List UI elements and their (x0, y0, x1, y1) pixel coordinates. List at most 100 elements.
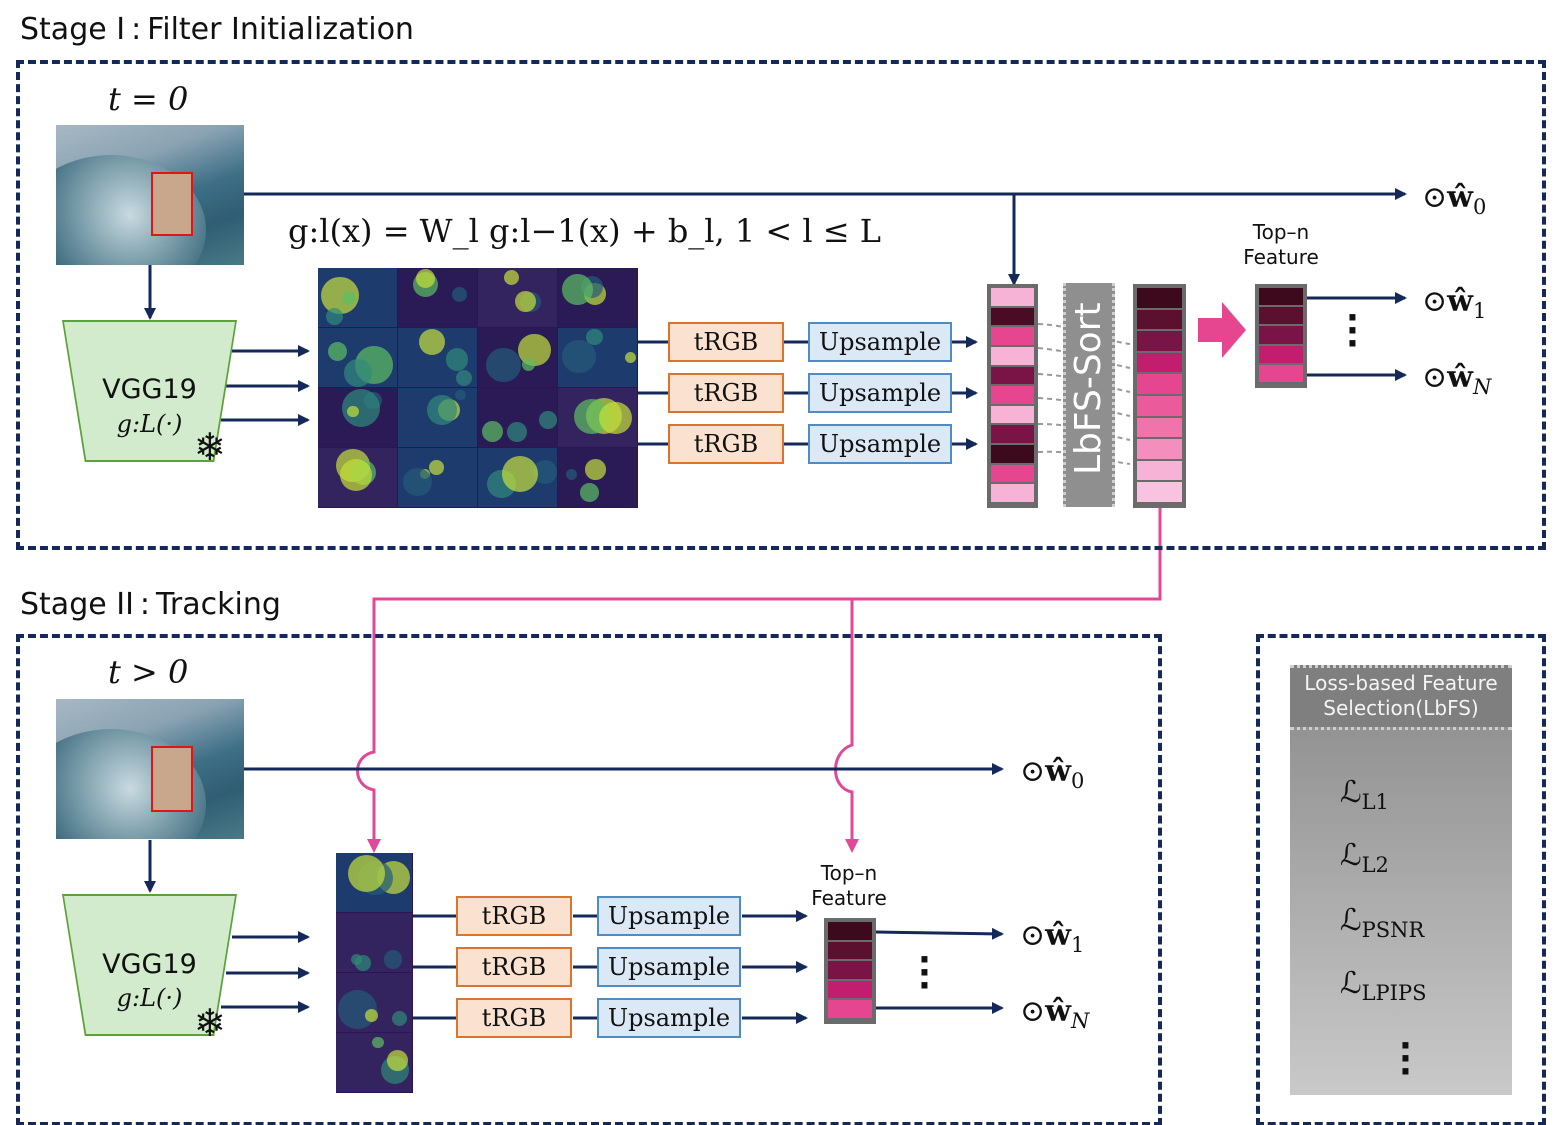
topn1-cell (1259, 326, 1303, 344)
topn2-cell (828, 922, 872, 940)
stage2-upsample-1: Upsample (597, 896, 741, 936)
stage2-output-w1: ⊙ŵ1 (1020, 918, 1085, 957)
stage2-panel (16, 634, 1162, 1125)
feature-map-tile (336, 1033, 412, 1092)
stage2-trgb-1: tRGB (456, 896, 572, 936)
stage2-topn-vector (824, 918, 876, 1024)
feature-map-tile (478, 328, 557, 387)
topn2-cell (828, 941, 872, 960)
stage1-topn-label: Top–n Feature (1232, 220, 1330, 270)
stage1-vgg-function: g:L(·) (116, 410, 183, 438)
sorted-score-cell (1137, 460, 1182, 481)
stage1-trgb-2: tRGB (668, 373, 784, 413)
feature-map-tile (398, 388, 477, 447)
loss-l2: ℒL2 (1340, 838, 1389, 877)
sorted-score-cell (1137, 352, 1182, 373)
target-bounding-box (151, 172, 193, 236)
score-cell (991, 405, 1034, 424)
stage1-vgg-encoder (62, 320, 237, 462)
stage2-trgb-3: tRGB (456, 998, 572, 1038)
stage2-topn-line2: Feature (811, 886, 887, 910)
stage1-trgb-3: tRGB (668, 424, 784, 464)
stage1-feature-maps (318, 268, 638, 508)
feature-map-tile (336, 913, 412, 972)
stage2-title: Stage II : Tracking (20, 587, 281, 622)
lbfs-legend-header: Loss-based Feature Selection(LbFS) (1290, 665, 1512, 727)
stage1-output-wN: ⊙ŵN (1422, 360, 1492, 399)
stage1-topn-line1: Top–n (1252, 220, 1310, 244)
stage2-output-wN: ⊙ŵN (1020, 994, 1090, 1033)
score-cell (991, 464, 1034, 483)
score-cell (991, 346, 1034, 365)
topn1-cell (1259, 307, 1303, 325)
stage1-ellipsis: ··· (1346, 298, 1359, 364)
feature-map-tile (398, 328, 477, 387)
legend-panel (1256, 634, 1546, 1125)
stage2-time-label: t > 0 (108, 653, 189, 691)
stage1-upsample-2: Upsample (808, 373, 952, 413)
stage2-input-frame (56, 699, 244, 839)
topn1-cell (1259, 345, 1303, 363)
sorted-score-cell (1137, 482, 1182, 502)
score-cell (991, 484, 1034, 502)
stage2-topn-line1: Top–n (820, 861, 878, 885)
topn2-cell (828, 1000, 872, 1018)
topn-selection-arrow (1198, 302, 1246, 358)
stage1-title: Stage I : Filter Initialization (20, 12, 414, 47)
topn2-cell (828, 961, 872, 979)
stage1-upsample-3: Upsample (808, 424, 952, 464)
edge2-topn-w1 (875, 927, 1004, 940)
loss-l1-label: L1 (1361, 790, 1389, 814)
feature-map-tile (558, 388, 637, 447)
sorted-score-cell (1137, 331, 1182, 351)
sorted-score-cell (1137, 439, 1182, 459)
loss-l2-label: L2 (1361, 853, 1389, 877)
topn1-cell (1259, 288, 1303, 306)
sorted-score-cell (1137, 374, 1182, 394)
feature-map-tile (318, 388, 397, 447)
stage2-trgb-2: tRGB (456, 947, 572, 987)
stage1-panel (16, 60, 1546, 550)
feature-map-tile (318, 328, 397, 388)
topn2-cell (828, 980, 872, 999)
sorted-score-cell (1137, 309, 1182, 330)
stage1-trgb-1: tRGB (668, 322, 784, 362)
stage1-input-frame (56, 125, 244, 265)
stage2-vgg-function: g:L(·) (116, 984, 183, 1012)
stage1-topn-line2: Feature (1243, 245, 1319, 269)
sorted-score-cell (1137, 396, 1182, 416)
sorted-feature-vector (1133, 284, 1186, 508)
lbfs-legend: Loss-based Feature Selection(LbFS) (1290, 665, 1512, 1095)
stage2-vgg-encoder (62, 894, 237, 1036)
stage1-output-w0: ⊙ŵ0 (1422, 180, 1487, 219)
feature-map-tile (398, 448, 477, 507)
score-cell (991, 288, 1034, 306)
stage1-time-label: t = 0 (108, 80, 189, 118)
feature-map-tile (398, 268, 477, 327)
tracked-bounding-box (151, 746, 193, 812)
feature-map-tile (318, 448, 397, 507)
stage2-ellipsis: ··· (918, 940, 931, 1006)
score-cell (991, 445, 1034, 463)
loss-psnr: ℒPSNR (1340, 903, 1425, 942)
feature-map-tile (478, 268, 557, 327)
layer-equation: g:l(x) = W_l g:l−1(x) + b_l, 1 < l ≤ L (288, 212, 881, 250)
loss-l1: ℒL1 (1340, 775, 1389, 814)
loss-lpips-label: LPIPS (1361, 981, 1427, 1005)
feature-map-tile (558, 328, 637, 387)
stage2-output-w0: ⊙ŵ0 (1020, 754, 1085, 793)
layer-equation-text: g:l(x) = W_l g:l−1(x) + b_l, 1 < l ≤ L (288, 212, 882, 250)
feature-map-tile (336, 853, 412, 912)
stage2-upsample-2: Upsample (597, 947, 741, 987)
feature-map-tile (318, 268, 397, 327)
feature-map-tile (478, 448, 558, 507)
score-cell (991, 327, 1034, 345)
stage1-vgg-label: VGG19 (102, 374, 197, 405)
lbfs-sort-label: LbFS-Sort (1068, 302, 1109, 475)
loss-psnr-label: PSNR (1361, 918, 1425, 942)
feature-map-tile (336, 973, 412, 1032)
frozen-snowflake-icon: ❄ (194, 425, 226, 469)
legend-ellipsis: ··· (1399, 1026, 1412, 1092)
